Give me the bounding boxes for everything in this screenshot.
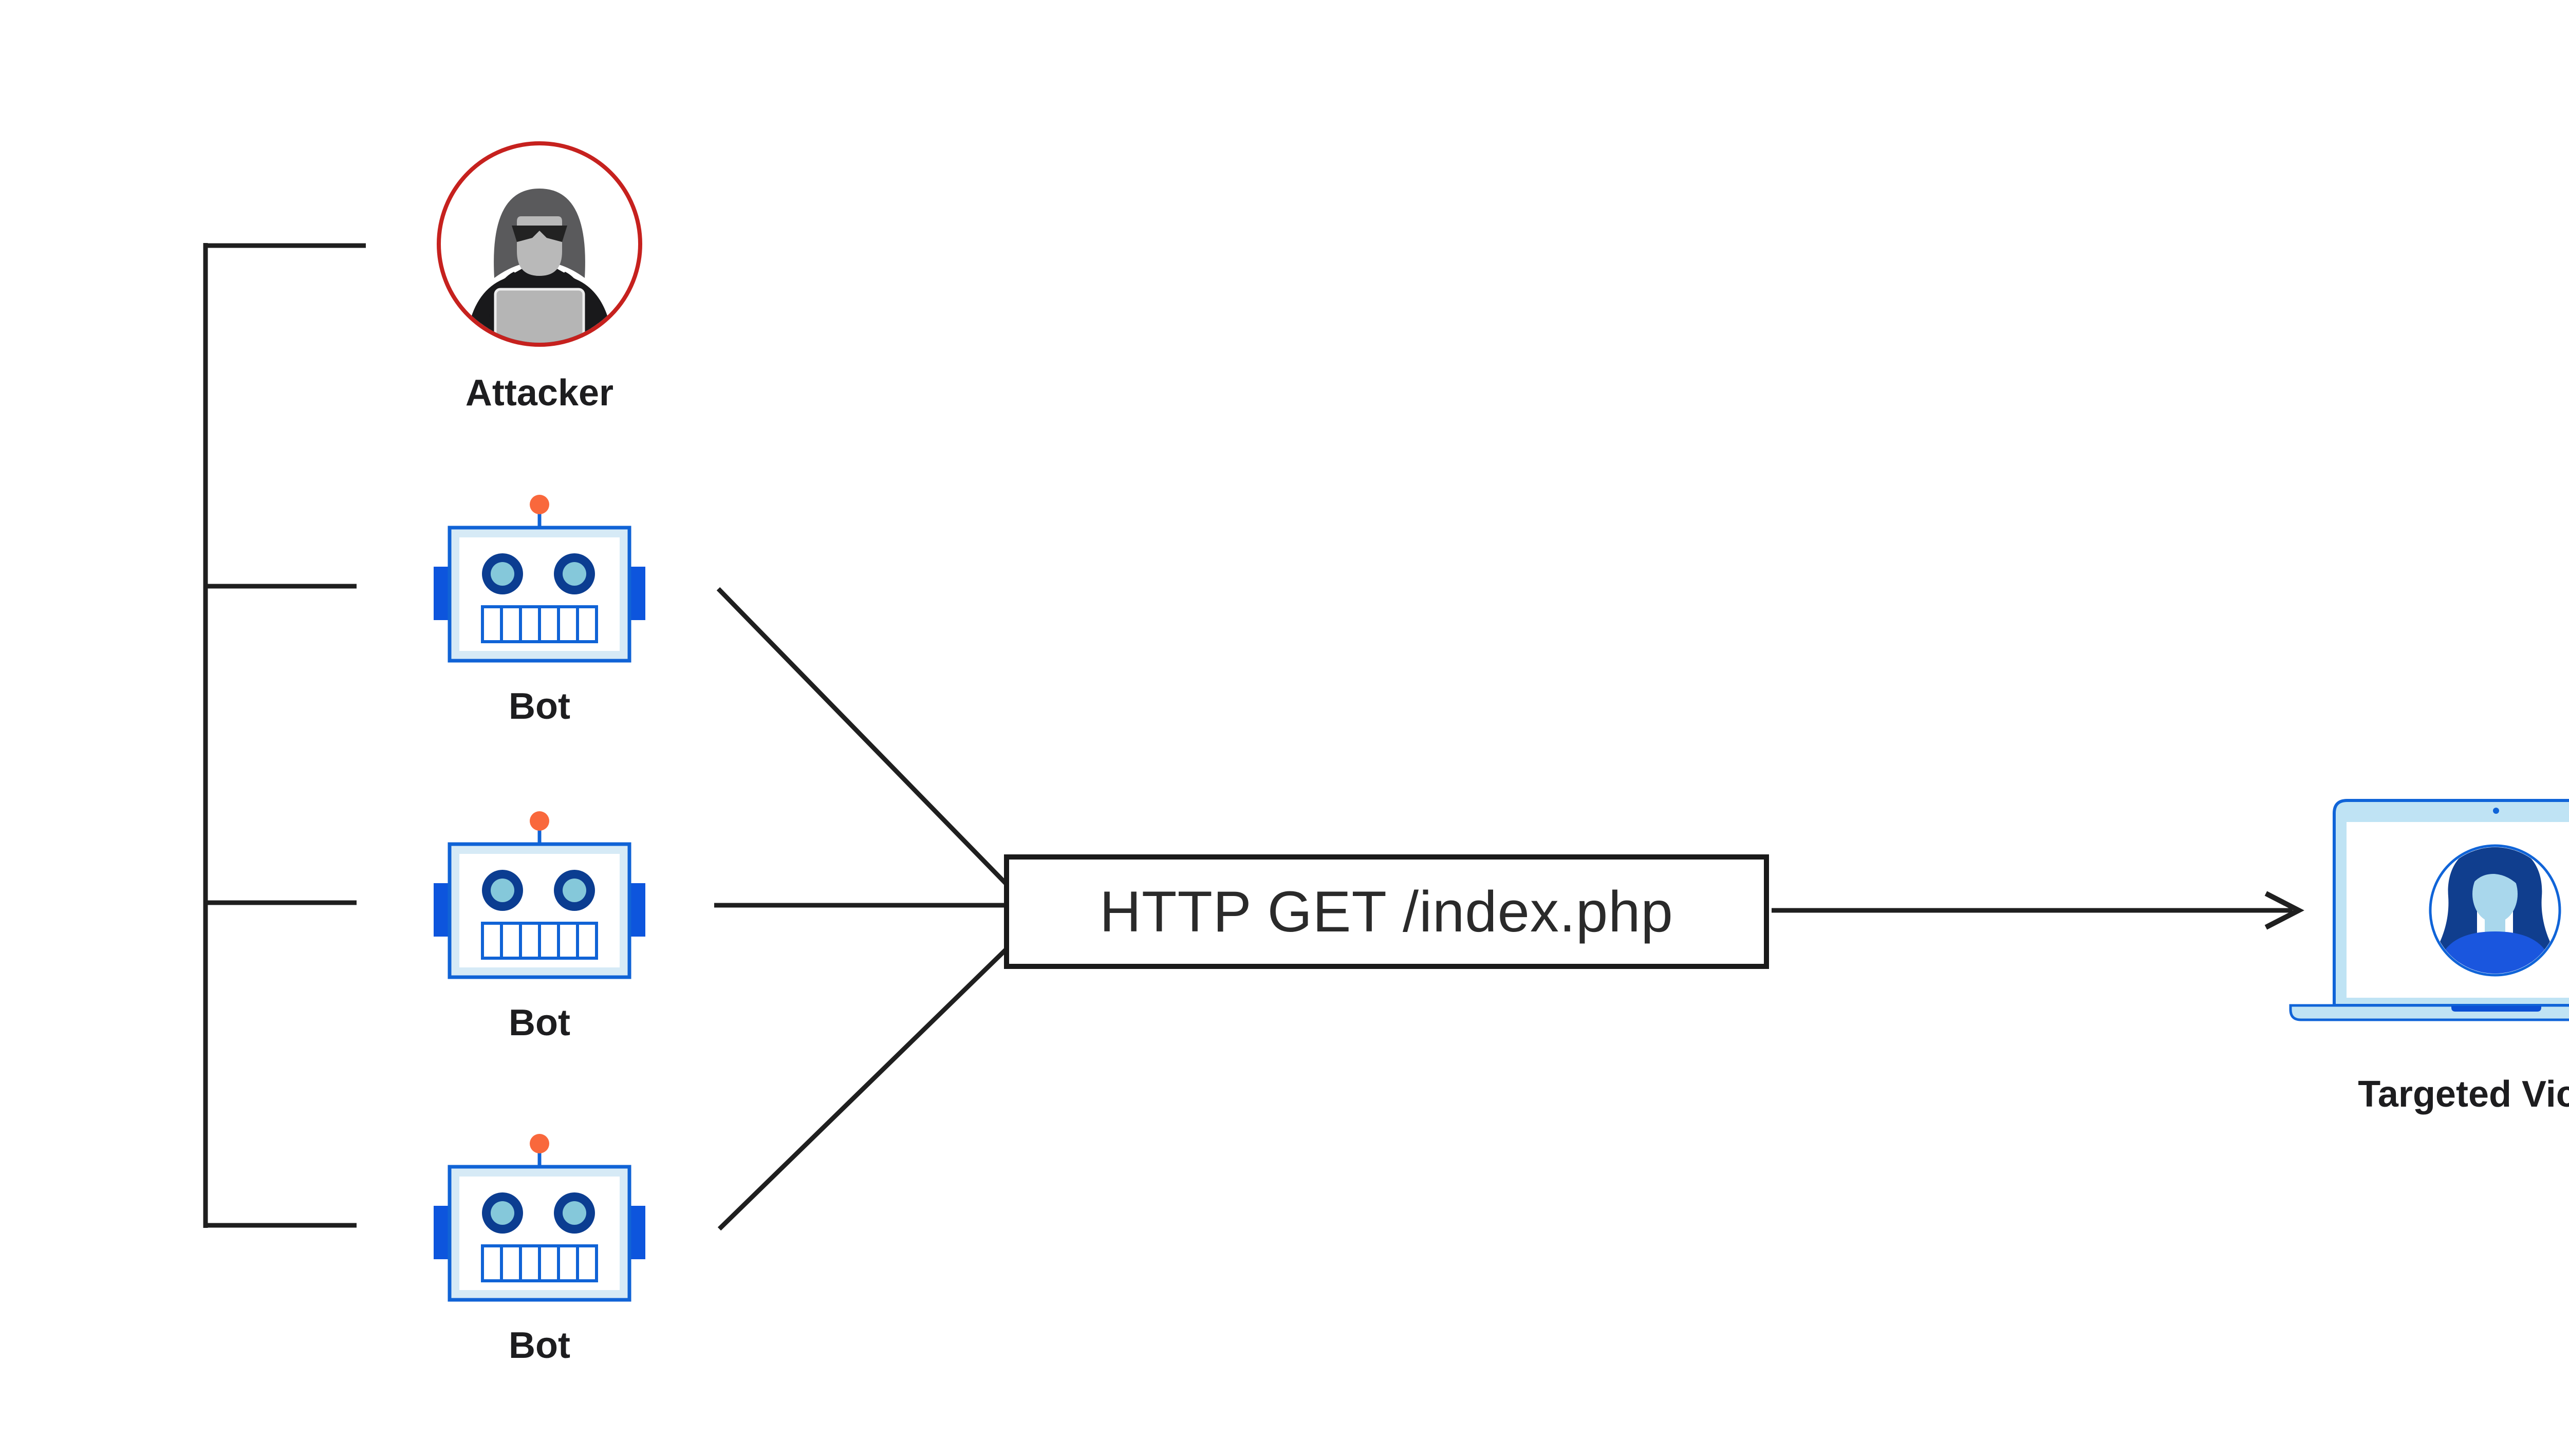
attacker-icon [437, 141, 642, 347]
arrowhead-icon [2264, 891, 2304, 930]
http-request-text: HTTP GET /index.php [1100, 880, 1673, 944]
victim-label: Targeted Victim [2358, 1074, 2569, 1115]
http-request-box: HTTP GET /index.php [1004, 854, 1769, 969]
attacker-label: Attacker [465, 372, 614, 414]
victim-laptop-icon [2289, 799, 2569, 1021]
bot-3-icon [434, 1134, 645, 1302]
bot-1-label: Bot [509, 686, 570, 727]
bot-2-icon [434, 811, 645, 979]
bot-2-label: Bot [509, 1002, 570, 1043]
bot-1-to-box-line [716, 587, 1008, 885]
bot-1-icon [434, 495, 645, 663]
bot-3-to-box-line [717, 948, 1008, 1231]
bot-3-label: Bot [509, 1325, 570, 1366]
